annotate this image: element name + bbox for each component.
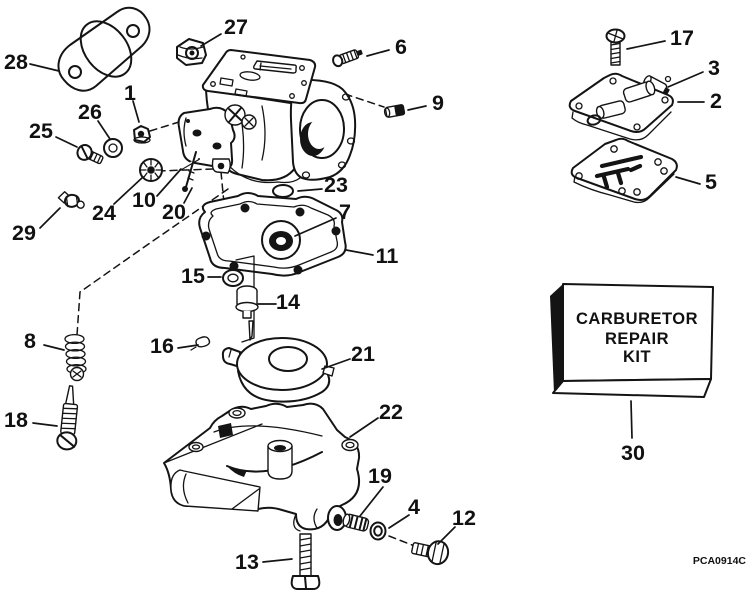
callout-6-label: 6 (395, 35, 407, 59)
callout-23-leader (297, 188, 323, 192)
callout-12-label: 12 (452, 506, 476, 530)
part-1-nut (133, 125, 151, 144)
part-6-screw (332, 49, 363, 68)
part-29-fitting (57, 191, 85, 209)
part-14-needle-valve-seat (235, 255, 259, 343)
callout-9-label: 9 (432, 91, 444, 115)
part-4-washer (369, 521, 387, 541)
callout-3-leader (667, 71, 704, 88)
callout-19-label: 19 (368, 464, 392, 488)
callout-26-label: 26 (78, 100, 102, 124)
callout-13-leader (262, 558, 293, 563)
callout-27-label: 27 (224, 15, 248, 39)
part-18-needle-screw (56, 385, 79, 451)
kit-box-line1: CARBURETOR (576, 310, 698, 328)
callout-22-label: 22 (379, 400, 403, 424)
part-10-pin (179, 157, 200, 171)
callout-12-leader (437, 526, 456, 545)
callout-30-label: 30 (621, 441, 645, 465)
callout-17-leader (626, 40, 666, 50)
callout-23-label: 23 (324, 173, 348, 197)
callout-19-leader (359, 486, 384, 517)
part-15-o-ring (222, 269, 244, 287)
part-13-screw (290, 533, 321, 590)
part-17-screw (605, 28, 626, 66)
callout-6-leader (366, 49, 390, 57)
callout-10-leader (156, 168, 182, 197)
callout-3-label: 3 (708, 56, 720, 80)
part-19-jet (342, 513, 370, 532)
callout-26-leader (97, 120, 111, 140)
callout-14-label: 14 (276, 290, 300, 314)
callout-29-leader (39, 207, 61, 229)
part-22-float-bowl (163, 402, 361, 532)
part-28-mount-gasket (57, 6, 151, 92)
callout-18-label: 18 (4, 408, 28, 432)
callout-11-label: 11 (376, 244, 399, 268)
part-23-gasket (272, 184, 294, 198)
callout-21-leader (321, 358, 351, 370)
callout-29-label: 29 (12, 221, 36, 245)
callout-5-label: 5 (705, 170, 717, 194)
callout-24-leader (113, 176, 144, 205)
part-21-float (221, 337, 335, 403)
callout-21-label: 21 (351, 342, 375, 366)
callout-15-label: 15 (181, 264, 205, 288)
part-8-spring (64, 333, 87, 382)
callout-18-leader (32, 422, 58, 427)
callout-27-leader (200, 33, 222, 47)
callout-9-leader (407, 105, 427, 111)
part-30-repair-kit-box: CARBURETOR REPAIR KIT (550, 283, 714, 398)
callout-5-leader (675, 176, 701, 185)
callout-1-label: 1 (124, 81, 136, 105)
callout-30-leader (630, 400, 633, 439)
callout-16-leader (177, 344, 199, 349)
callout-1-leader (132, 100, 140, 123)
part-2-pump-cover (568, 72, 674, 141)
callout-11-leader (345, 249, 374, 256)
callout-4-label: 4 (408, 495, 420, 519)
part-16-clip (190, 336, 211, 351)
callout-16-label: 16 (150, 334, 174, 358)
kit-box-line2: REPAIR (605, 330, 669, 348)
part-26-washer (103, 138, 123, 158)
part-25-screw (76, 144, 104, 165)
part-11-gasket-and-7-cover (198, 192, 347, 277)
callout-8-leader (43, 344, 65, 351)
callout-24-label: 24 (92, 201, 116, 225)
callout-2-label: 2 (710, 89, 722, 113)
callout-17-label: 17 (670, 26, 694, 50)
part-5-diaphragm (570, 137, 678, 204)
callout-7-label: 7 (339, 200, 351, 224)
callout-4-leader (388, 514, 410, 529)
part-9-plug (383, 104, 406, 118)
part-12-bolt (411, 540, 450, 566)
callout-8-label: 8 (24, 329, 36, 353)
callout-25-leader (55, 136, 78, 148)
callout-22-leader (349, 417, 379, 438)
part-carburetor-body (177, 49, 357, 184)
callout-28-leader (29, 63, 60, 72)
callout-7-leader (294, 217, 337, 237)
callout-13-label: 13 (235, 550, 259, 574)
callout-10-label: 10 (132, 188, 156, 212)
kit-box-line3: KIT (623, 348, 651, 366)
callout-25-label: 25 (29, 119, 53, 143)
figure-code: PCA0914C (693, 555, 747, 567)
part-24-star-washer (139, 158, 163, 182)
callout-20-label: 20 (162, 200, 186, 224)
callout-28-label: 28 (4, 50, 28, 74)
part-20-needle (182, 151, 197, 192)
callout-20-leader (183, 187, 193, 204)
part-27-hex-nut (176, 38, 207, 66)
